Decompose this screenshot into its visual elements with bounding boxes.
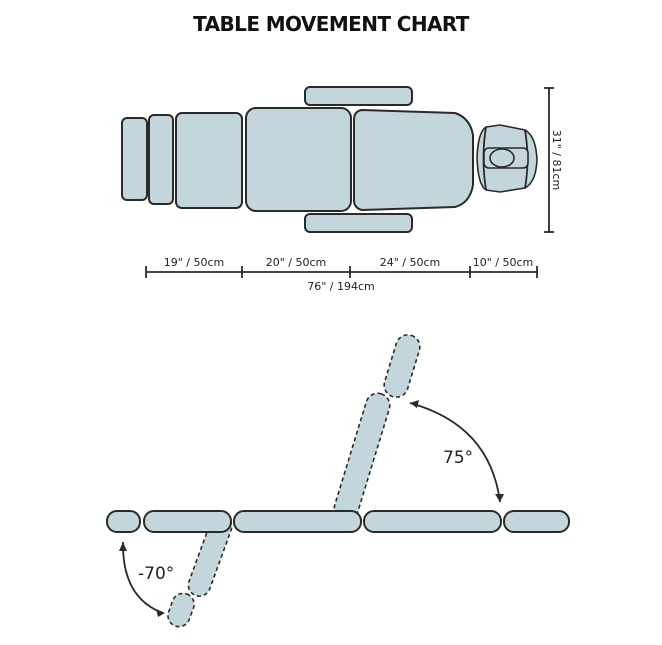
foot-lowered-ghost [167,592,195,628]
foot-segment-flat [106,510,141,533]
seat-segment-flat [233,510,362,533]
side-view: 75° -70° [106,334,570,628]
leg-angle-label: -70° [138,564,174,584]
back-segment-flat [363,510,502,533]
back-section-length: 24" / 50cm [380,256,441,269]
head-section-length: 10" / 50cm [473,256,534,269]
seat-pad [245,107,352,212]
backrest-pad [353,108,474,212]
armrest-top [304,86,413,106]
seat-section-length: 20" / 50cm [266,256,327,269]
backrest-angle-arrow [409,400,504,503]
headrest [476,124,538,193]
foot-pad-inner [148,114,174,205]
width-dimension: 31" / 81cm [544,87,563,233]
head-segment-flat [503,510,570,533]
armrest-bottom [304,213,413,233]
headrest-raised-ghost [383,334,421,398]
top-view: 31" / 81cm 19" / 50cm 20" / 50cm 24" / 5… [121,86,563,293]
width-label: 31" / 81cm [550,130,563,191]
face-hole [489,148,515,168]
backrest-raised-ghost [333,392,391,522]
backrest-angle-label: 75° [443,448,473,468]
leg-segment-flat [143,510,232,533]
length-dimensions: 19" / 50cm 20" / 50cm 24" / 50cm 10" / 5… [145,256,538,293]
total-length: 76" / 194cm [307,280,375,293]
leg-section-length: 19" / 50cm [164,256,225,269]
leg-pad [175,112,243,209]
foot-pad-outer [121,117,148,201]
chart-title: TABLE MOVEMENT CHART [193,12,469,36]
leg-angle-arrow [119,541,165,617]
